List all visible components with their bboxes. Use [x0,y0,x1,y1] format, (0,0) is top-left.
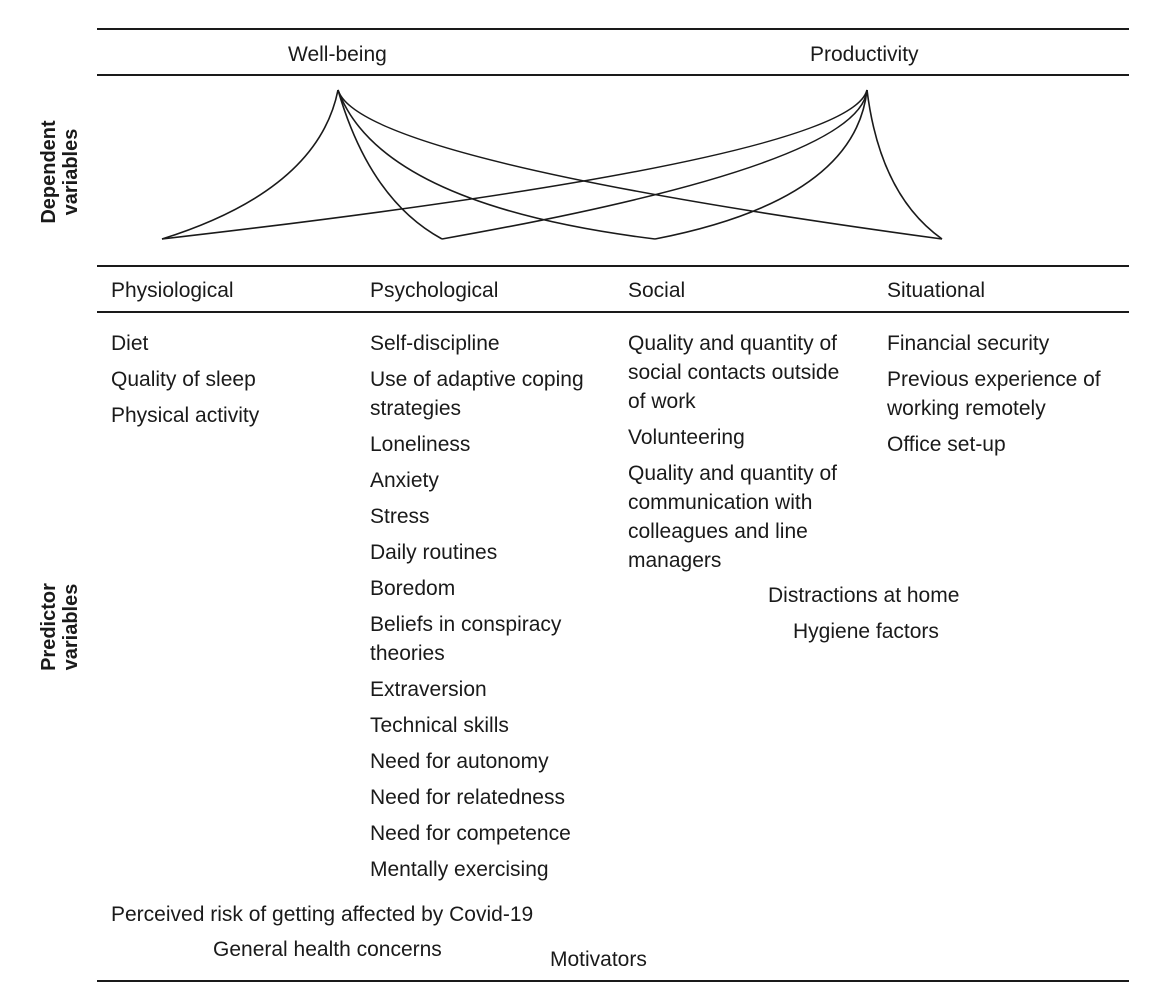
list-item: Extraversion [370,678,487,701]
header-rule [97,74,1129,76]
list-item: Need for autonomy [370,750,549,773]
list-item: Diet [111,332,149,355]
hygiene-factors: Hygiene factors [793,620,939,643]
category-psychological: Psychological [370,279,499,302]
list-item: Physical activity [111,404,260,427]
list-item: Boredom [370,577,456,600]
list-item: Mentally exercising [370,858,549,881]
list-item: Daily routines [370,541,498,564]
list-item: Beliefs in conspiracy theories [370,613,562,665]
link-wellbeing-social [337,89,656,240]
link-wellbeing-situational [337,89,943,240]
well-being-label: Well-being [288,43,387,66]
link-wellbeing-psychological [337,89,443,240]
category-physiological: Physiological [111,279,234,302]
category-rule [97,311,1129,313]
list-item: Previous experience of working remotely [887,368,1101,420]
list-item: Quality and quantity of communication wi… [628,462,837,572]
list-item: Self-discipline [370,332,500,355]
link-productivity-physiological [161,89,868,240]
list-item: Financial security [887,332,1050,355]
list-item: Need for relatedness [370,786,565,809]
link-wellbeing-physiological [161,89,339,240]
bottom-rule [97,980,1129,982]
psychological-list: Self-discipline Use of adaptive coping s… [370,329,590,891]
category-situational: Situational [887,279,986,302]
list-item: Quality and quantity of social contacts … [628,332,840,413]
list-item: Anxiety [370,469,439,492]
list-item: Quality of sleep [111,368,256,391]
list-item: Technical skills [370,714,509,737]
productivity-label: Productivity [810,43,919,66]
list-item: Office set-up [887,433,1006,456]
distractions-at-home: Distractions at home [768,584,960,607]
link-productivity-situational [866,89,943,240]
situational-list: Financial security Previous experience o… [887,329,1123,466]
section-rule [97,265,1129,267]
list-item: Need for competence [370,822,571,845]
category-social: Social [628,279,686,302]
list-item: Volunteering [628,426,745,449]
social-list: Quality and quantity of social contacts … [628,329,846,582]
list-item: Stress [370,505,430,528]
link-productivity-social [654,89,868,240]
top-rule [97,28,1129,30]
list-item: Loneliness [370,433,471,456]
physiological-list: Diet Quality of sleep Physical activity [111,329,351,437]
link-productivity-psychological [441,89,868,240]
perceived-risk: Perceived risk of getting affected by Co… [111,903,534,926]
list-item: Use of adaptive coping strategies [370,368,584,420]
general-health-concerns: General health concerns [213,938,442,961]
motivators: Motivators [550,948,647,971]
